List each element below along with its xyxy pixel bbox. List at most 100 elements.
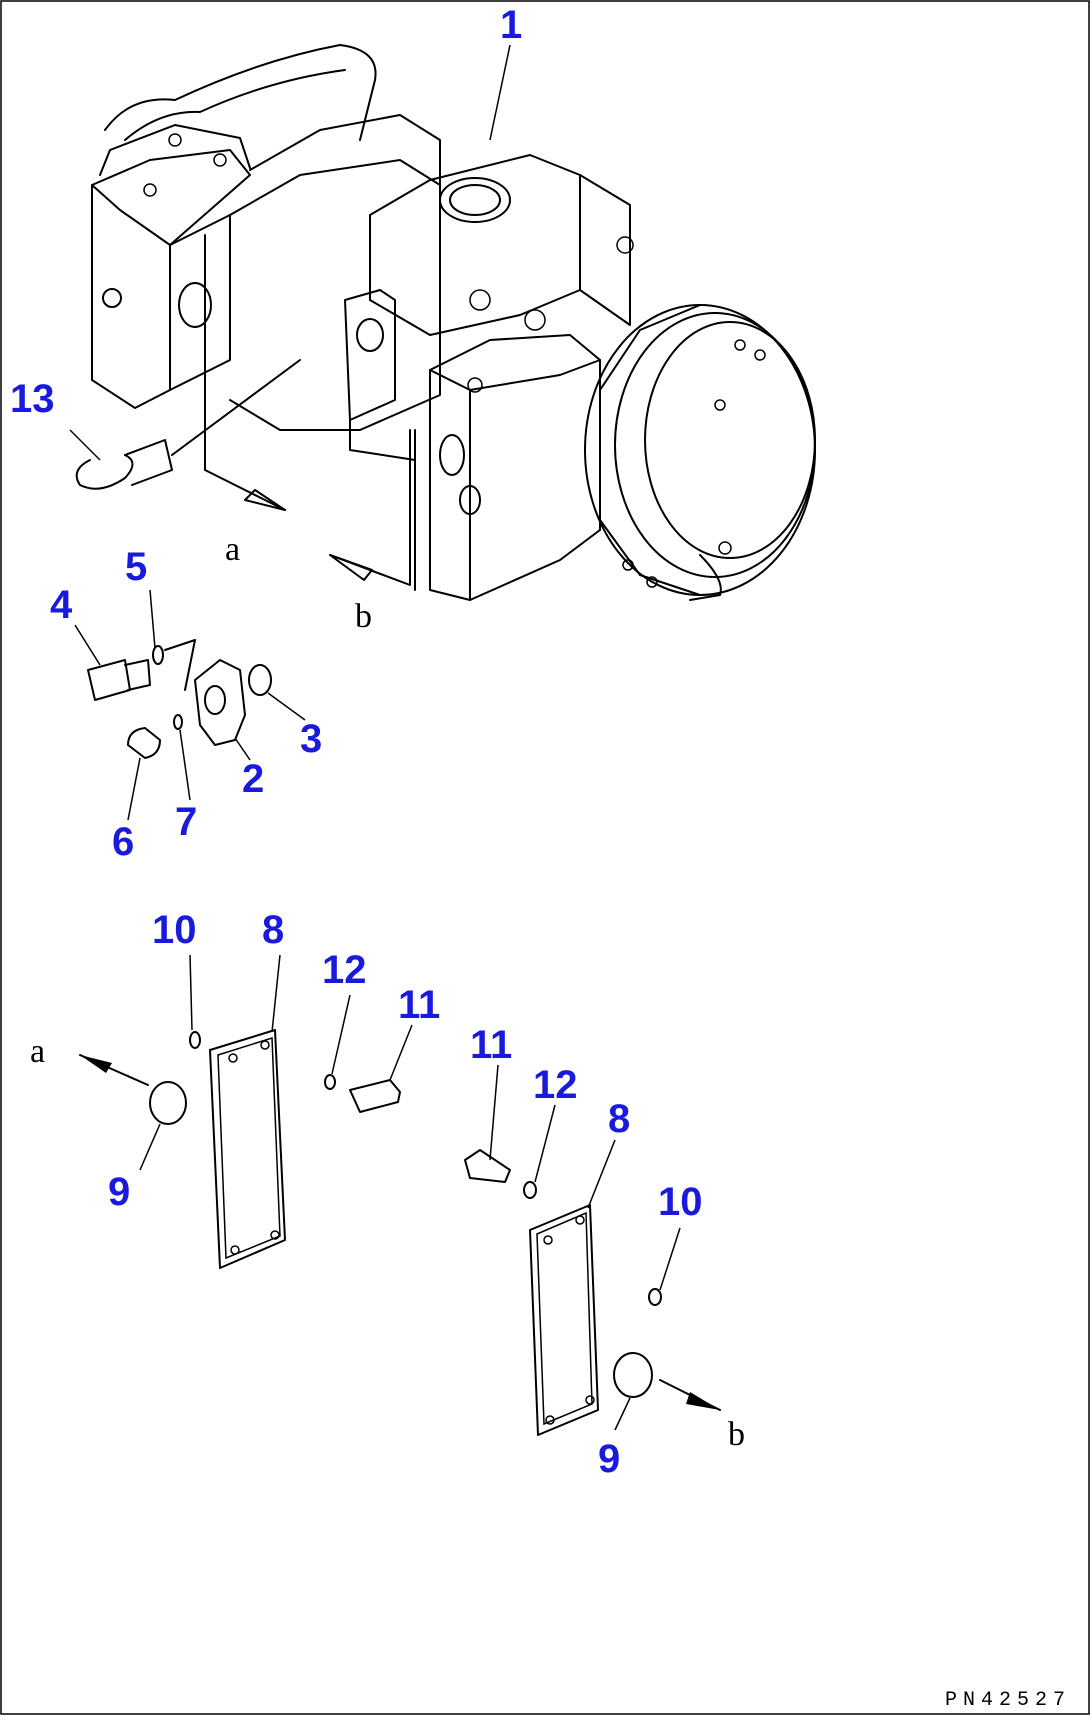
left-housing-cap [99,124,251,176]
upper-port-inner [449,184,501,216]
washer-leader [164,639,196,691]
view-label-a: a [225,531,240,568]
plug-6 [127,727,161,759]
view-label-b: b [728,1416,745,1453]
middle-body-top [249,114,441,186]
view-label-a: a [30,1033,45,1070]
bolt-head-top-3 [213,153,227,167]
callout-6: 6 [112,820,134,864]
o-ring-9-left [149,1081,187,1125]
eye-shank [124,439,173,486]
eye-leader [171,359,301,456]
callout-leader-8 [271,954,281,1033]
plate-right-hole-2 [575,1215,585,1225]
callout-13: 13 [10,377,55,421]
top-pipe-inner [124,69,346,141]
lower-housing-top [429,359,601,391]
callout-leader-12 [534,1104,556,1183]
plate-8-right [529,1204,599,1436]
callout-8: 8 [608,1097,630,1141]
plate-8-left [209,1029,286,1269]
view-b-plate-group [464,1149,721,1436]
bolt-lower-3 [467,377,483,393]
callout-leader-5 [149,589,156,649]
bolt-11-left [349,1079,401,1113]
callout-leader-6 [127,757,141,821]
callout-5: 5 [125,545,147,589]
plate-left-hole-4 [270,1230,280,1240]
callout-10: 10 [152,908,197,952]
callout-11: 11 [470,1023,512,1067]
part-13-eye-bolt [75,359,301,490]
pin-10-right [648,1288,662,1306]
view-a-arrow-head-2 [80,1055,112,1073]
drum-bolt-1 [734,339,746,351]
middle-body [229,159,441,431]
right-upper-side [579,174,631,326]
o-ring-3 [248,664,272,696]
drum-bolt-4 [718,541,732,555]
callout-11: 11 [398,983,440,1027]
callout-leader-11 [389,1024,413,1081]
port-left-2 [178,282,212,328]
drum-bolt-2 [754,349,766,361]
callout-leader-9 [614,1397,631,1431]
callout-1: 1 [500,3,522,47]
plate-8-left-inner [217,1036,281,1260]
view-a-leader [204,234,286,511]
port-left-1 [102,288,122,308]
plate-right-hole-4 [585,1395,595,1405]
lower-port-2 [459,485,481,515]
callout-leader-13 [69,429,101,461]
callout-10: 10 [658,1180,703,1224]
bolt-head-top-2 [168,133,182,147]
drum-link-bottom [599,519,701,596]
callout-4: 4 [50,583,73,627]
bolt-4-head [87,659,131,701]
plate-right-hole-3 [545,1415,555,1425]
bolt-head-right [616,236,634,254]
view-b-arrow-head-2 [686,1392,720,1410]
callout-leader-3 [267,692,306,721]
washer-12-left [324,1074,336,1090]
washer-5 [152,645,164,665]
flange-port [356,318,384,352]
left-housing-top [91,149,251,246]
cover-2 [194,659,246,746]
view-a-arrow [244,489,286,511]
o-ring-7 [173,714,183,730]
callout-leader-4 [74,624,101,666]
callout-12: 12 [322,948,367,992]
callout-leader-12 [331,994,351,1075]
washer-12-right [523,1181,537,1199]
cover-2-port [204,685,226,715]
plate-8-right-inner [536,1211,593,1426]
eye-ring [75,454,134,490]
lower-housing [429,334,601,601]
drum-hose [689,554,722,601]
view-label-b: b [355,598,372,635]
bolt-lower-2 [524,309,546,331]
bolt-lower-1 [469,289,491,311]
callout-12: 12 [533,1063,578,1107]
lower-port-1 [439,434,465,476]
top-pipe [104,44,377,141]
view-a-plate-group [79,1029,401,1269]
plate-left-hole-2 [260,1040,270,1050]
callout-leader-10 [189,954,193,1031]
drum-bolt-5 [622,559,634,571]
drum-link-top [599,304,701,391]
middle-flange [344,289,396,421]
left-housing-side [169,214,231,391]
drum-face [644,321,816,559]
callout-leader-11 [489,1064,499,1161]
drawing-code: PN42527 [945,1689,1071,1712]
callout-2: 2 [242,757,264,801]
callout-leader-7 [179,729,191,801]
middle-base [349,419,416,461]
o-ring-9-right [613,1352,653,1398]
callout-leader-10 [659,1227,681,1291]
